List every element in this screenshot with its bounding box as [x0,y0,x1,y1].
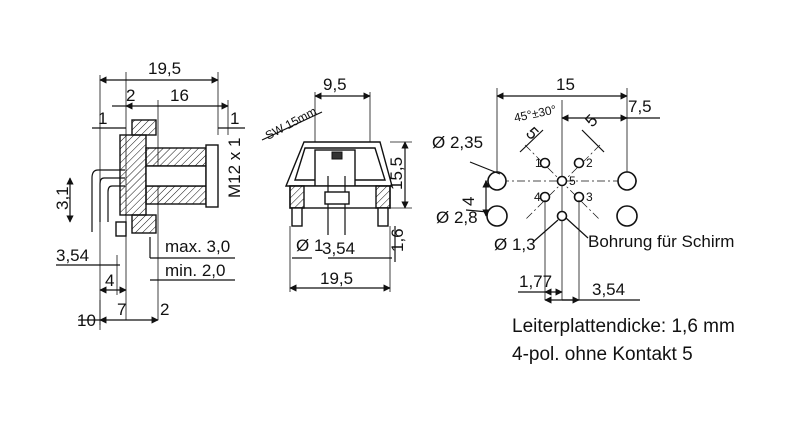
dim-2: 2 [126,86,135,105]
dim-7-5: 7,5 [628,97,652,116]
front-view [261,92,412,292]
pcb-footprint [465,88,660,304]
pin-5: 5 [569,174,576,188]
variant-note: 4-pol. ohne Kontakt 5 [512,344,693,365]
pin-4: 4 [534,190,541,204]
dia-2-8: Ø 2,8 [436,208,478,227]
dim-2-bottom: 2 [160,300,169,319]
dim-16: 16 [170,86,189,105]
dim-1-6: 1,6 [388,228,407,252]
dim-9-5: 9,5 [323,75,347,94]
dim-1-left: 1 [98,109,107,128]
side-view [56,72,245,330]
max-label: max. 3,0 [165,237,230,256]
shield-hole-label: Bohrung für Schirm [588,232,734,251]
dim-15: 15 [556,75,575,94]
pin-3: 3 [586,190,593,204]
dim-4-footprint: 4 [459,197,478,206]
pin-2: 2 [586,156,593,170]
dia-2-35: Ø 2,35 [432,133,483,152]
dim-10: 10 [77,311,96,330]
dim-19-5-front: 19,5 [320,269,353,288]
dim-3-54-footprint: 3,54 [592,280,625,299]
dim-4-side: 4 [105,271,114,290]
dim-3-1: 3,1 [53,186,72,210]
dim-3-54-front: 3,54 [322,239,355,258]
dim-5-right: 5 [581,111,601,131]
dim-15-5: 15,5 [387,157,406,190]
dim-1-right: 1 [230,109,239,128]
dia-1-3: Ø 1,3 [494,235,536,254]
min-label: min. 2,0 [165,261,225,280]
dim-1-77: 1,77 [519,272,552,291]
dim-overall-length: 19,5 [148,59,181,78]
board-thickness-note: Leiterplattendicke: 1,6 mm [512,316,735,337]
dim-pin-dia: Ø 1 [296,236,323,255]
dim-7: 7 [117,300,126,319]
wrench-size: SW 15mm [263,104,319,143]
angle-label: 45°±30° [513,102,558,125]
dim-3-54-side: 3,54 [56,246,89,265]
thread-label: M12 x 1 [225,138,244,198]
pin-1: 1 [535,156,542,170]
